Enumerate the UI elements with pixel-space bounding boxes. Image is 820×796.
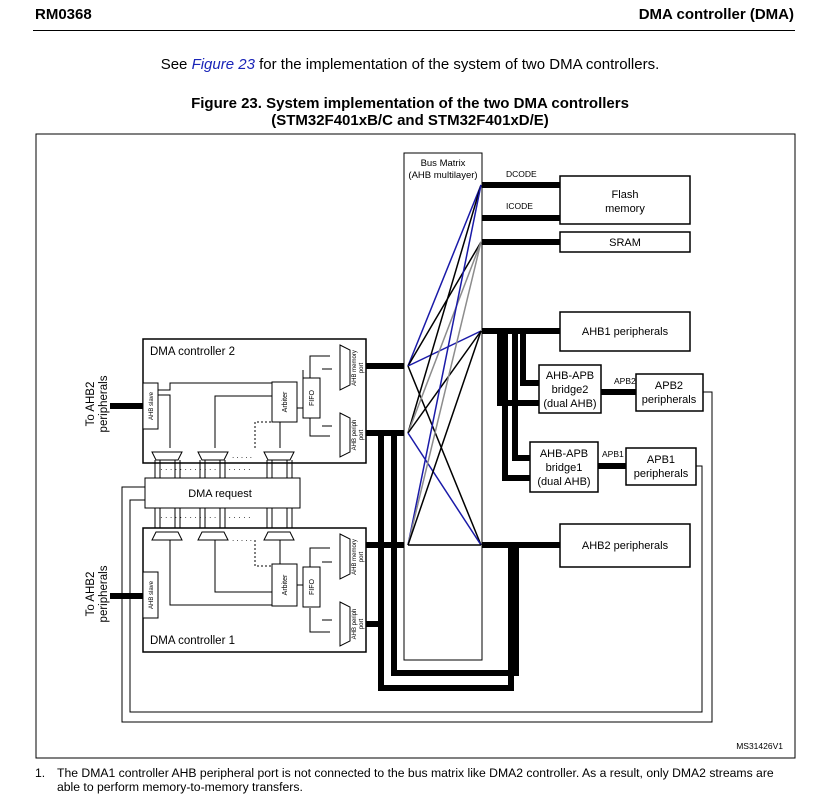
bus-matrix-crossbar [407,184,482,546]
dma2-memory-port [339,344,351,391]
svg-text:APB1: APB1 [647,454,675,466]
svg-text:· · · · · · · · · · · · · · ·: · · · · · · · · · · · · · · · · · · · [160,513,251,522]
svg-text:memory: memory [605,203,645,215]
figure-link[interactable]: Figure 23 [191,56,255,73]
svg-text:· · · · · · · · · · · · · · ·: · · · · · · · · · · · · · · · · · · · [160,465,251,474]
apb2-peripherals-block: APB2 peripherals [635,373,704,412]
dma1-fifo [302,566,321,608]
apb1-bus-label: APB1 [602,449,624,459]
dma-request-label: DMA request [188,488,252,500]
svg-text:AHB slave: AHB slave [149,391,155,420]
dma1-title: DMA controller 1 [150,635,235,647]
svg-text:bridge1: bridge1 [546,462,583,474]
svg-text:(dual AHB): (dual AHB) [543,398,596,410]
svg-text:peripherals: peripherals [98,565,110,622]
dma2-peripheral-port [339,412,351,458]
dcode-label: DCODE [506,169,537,179]
svg-text:FIFO: FIFO [309,578,316,594]
dma2-fifo [302,377,321,419]
dma1-arbiter [271,563,298,607]
dma1-ahb-slave [142,571,159,619]
figure-frame [35,133,796,759]
svg-text:FIFO: FIFO [309,389,316,405]
svg-text:bridge2: bridge2 [552,384,589,396]
to-ahb2-label-lower: To AHB2 peripherals [85,565,110,622]
to-ahb2-label-upper: To AHB2 peripherals [85,375,110,432]
ahb-apb-bridge2-block: AHB-APB bridge2 (dual AHB) [538,364,602,414]
dma1-memory-port [339,533,351,580]
thick-buses [110,182,636,691]
svg-text:peripherals: peripherals [634,468,689,480]
caption-line-2: (STM32F401xB/C and STM32F401xD/E) [271,112,549,129]
svg-text:Arbiter: Arbiter [282,391,289,412]
svg-text:(dual AHB): (dual AHB) [537,476,590,488]
svg-text:. . . . .: . . . . . [232,451,252,460]
footnote-text: The DMA1 controller AHB peripheral port … [57,766,774,794]
intro-before: See [160,56,192,73]
bus-matrix-sublabel: (AHB multilayer) [408,170,477,181]
apb2-bus-label: APB2 [614,376,636,386]
intro-after: for the implementation of the system of … [254,56,660,73]
sram-block: SRAM [559,231,691,253]
svg-text:AHB memory: AHB memory [352,350,358,386]
dma2-title: DMA controller 2 [150,346,235,358]
thin-wires [121,391,713,723]
svg-text:AHB-APB: AHB-APB [540,448,588,460]
svg-text:port: port [359,619,365,630]
dma2-ahb-slave [142,382,159,430]
svg-text:Flash: Flash [612,189,639,201]
svg-text:. . . . .: . . . . . [232,534,252,543]
section-title: DMA controller (DMA) [638,6,794,23]
flash-memory-block: Flash memory [559,175,691,225]
dma-request-block: · · · · · · · · · · · · · · · · · · · · … [144,460,301,528]
caption-line-1: Figure 23. System implementation of the … [191,95,629,112]
dma1-peripheral-port [339,601,351,647]
bus-matrix-label: Bus Matrix [421,158,466,169]
footnote-number: 1. [35,766,46,780]
figure-caption: Figure 23. System implementation of the … [0,95,820,129]
icode-label: ICODE [506,201,533,211]
svg-text:peripherals: peripherals [642,394,697,406]
svg-text:To AHB2: To AHB2 [85,572,97,617]
ahb2-peripherals-block: AHB2 peripherals [559,523,691,568]
svg-text:AHB periph: AHB periph [352,420,358,451]
svg-text:AHB periph: AHB periph [352,609,358,640]
ahb-apb-bridge1-block: AHB-APB bridge1 (dual AHB) [529,441,599,493]
intro-sentence: See Figure 23 for the implementation of … [0,56,820,73]
svg-text:peripherals: peripherals [98,375,110,432]
dma-controller-2: DMA controller 2 AHB slave Arbiter FIFO … [142,338,367,464]
svg-text:AHB1 peripherals: AHB1 peripherals [582,326,669,338]
svg-text:AHB memory: AHB memory [352,539,358,575]
svg-text:AHB2 peripherals: AHB2 peripherals [582,540,669,552]
svg-text:Arbiter: Arbiter [282,574,289,595]
dma-controller-1: DMA controller 1 . . . . . AHB slave Arb… [142,527,367,653]
svg-text:APB2: APB2 [655,380,683,392]
svg-text:AHB slave: AHB slave [149,580,155,609]
svg-text:port: port [359,552,365,563]
svg-text:SRAM: SRAM [609,237,641,249]
document-id: RM0368 [35,6,92,23]
bus-matrix [403,152,483,661]
svg-text:AHB-APB: AHB-APB [546,370,594,382]
ahb1-peripherals-block: AHB1 peripherals [559,311,691,352]
svg-text:port: port [359,430,365,441]
svg-text:port: port [359,363,365,374]
header-rule [33,30,795,31]
apb1-peripherals-block: APB1 peripherals [625,447,697,486]
dma2-arbiter [271,381,298,423]
svg-text:To AHB2: To AHB2 [85,382,97,427]
figure-id: MS31426V1 [736,741,783,751]
